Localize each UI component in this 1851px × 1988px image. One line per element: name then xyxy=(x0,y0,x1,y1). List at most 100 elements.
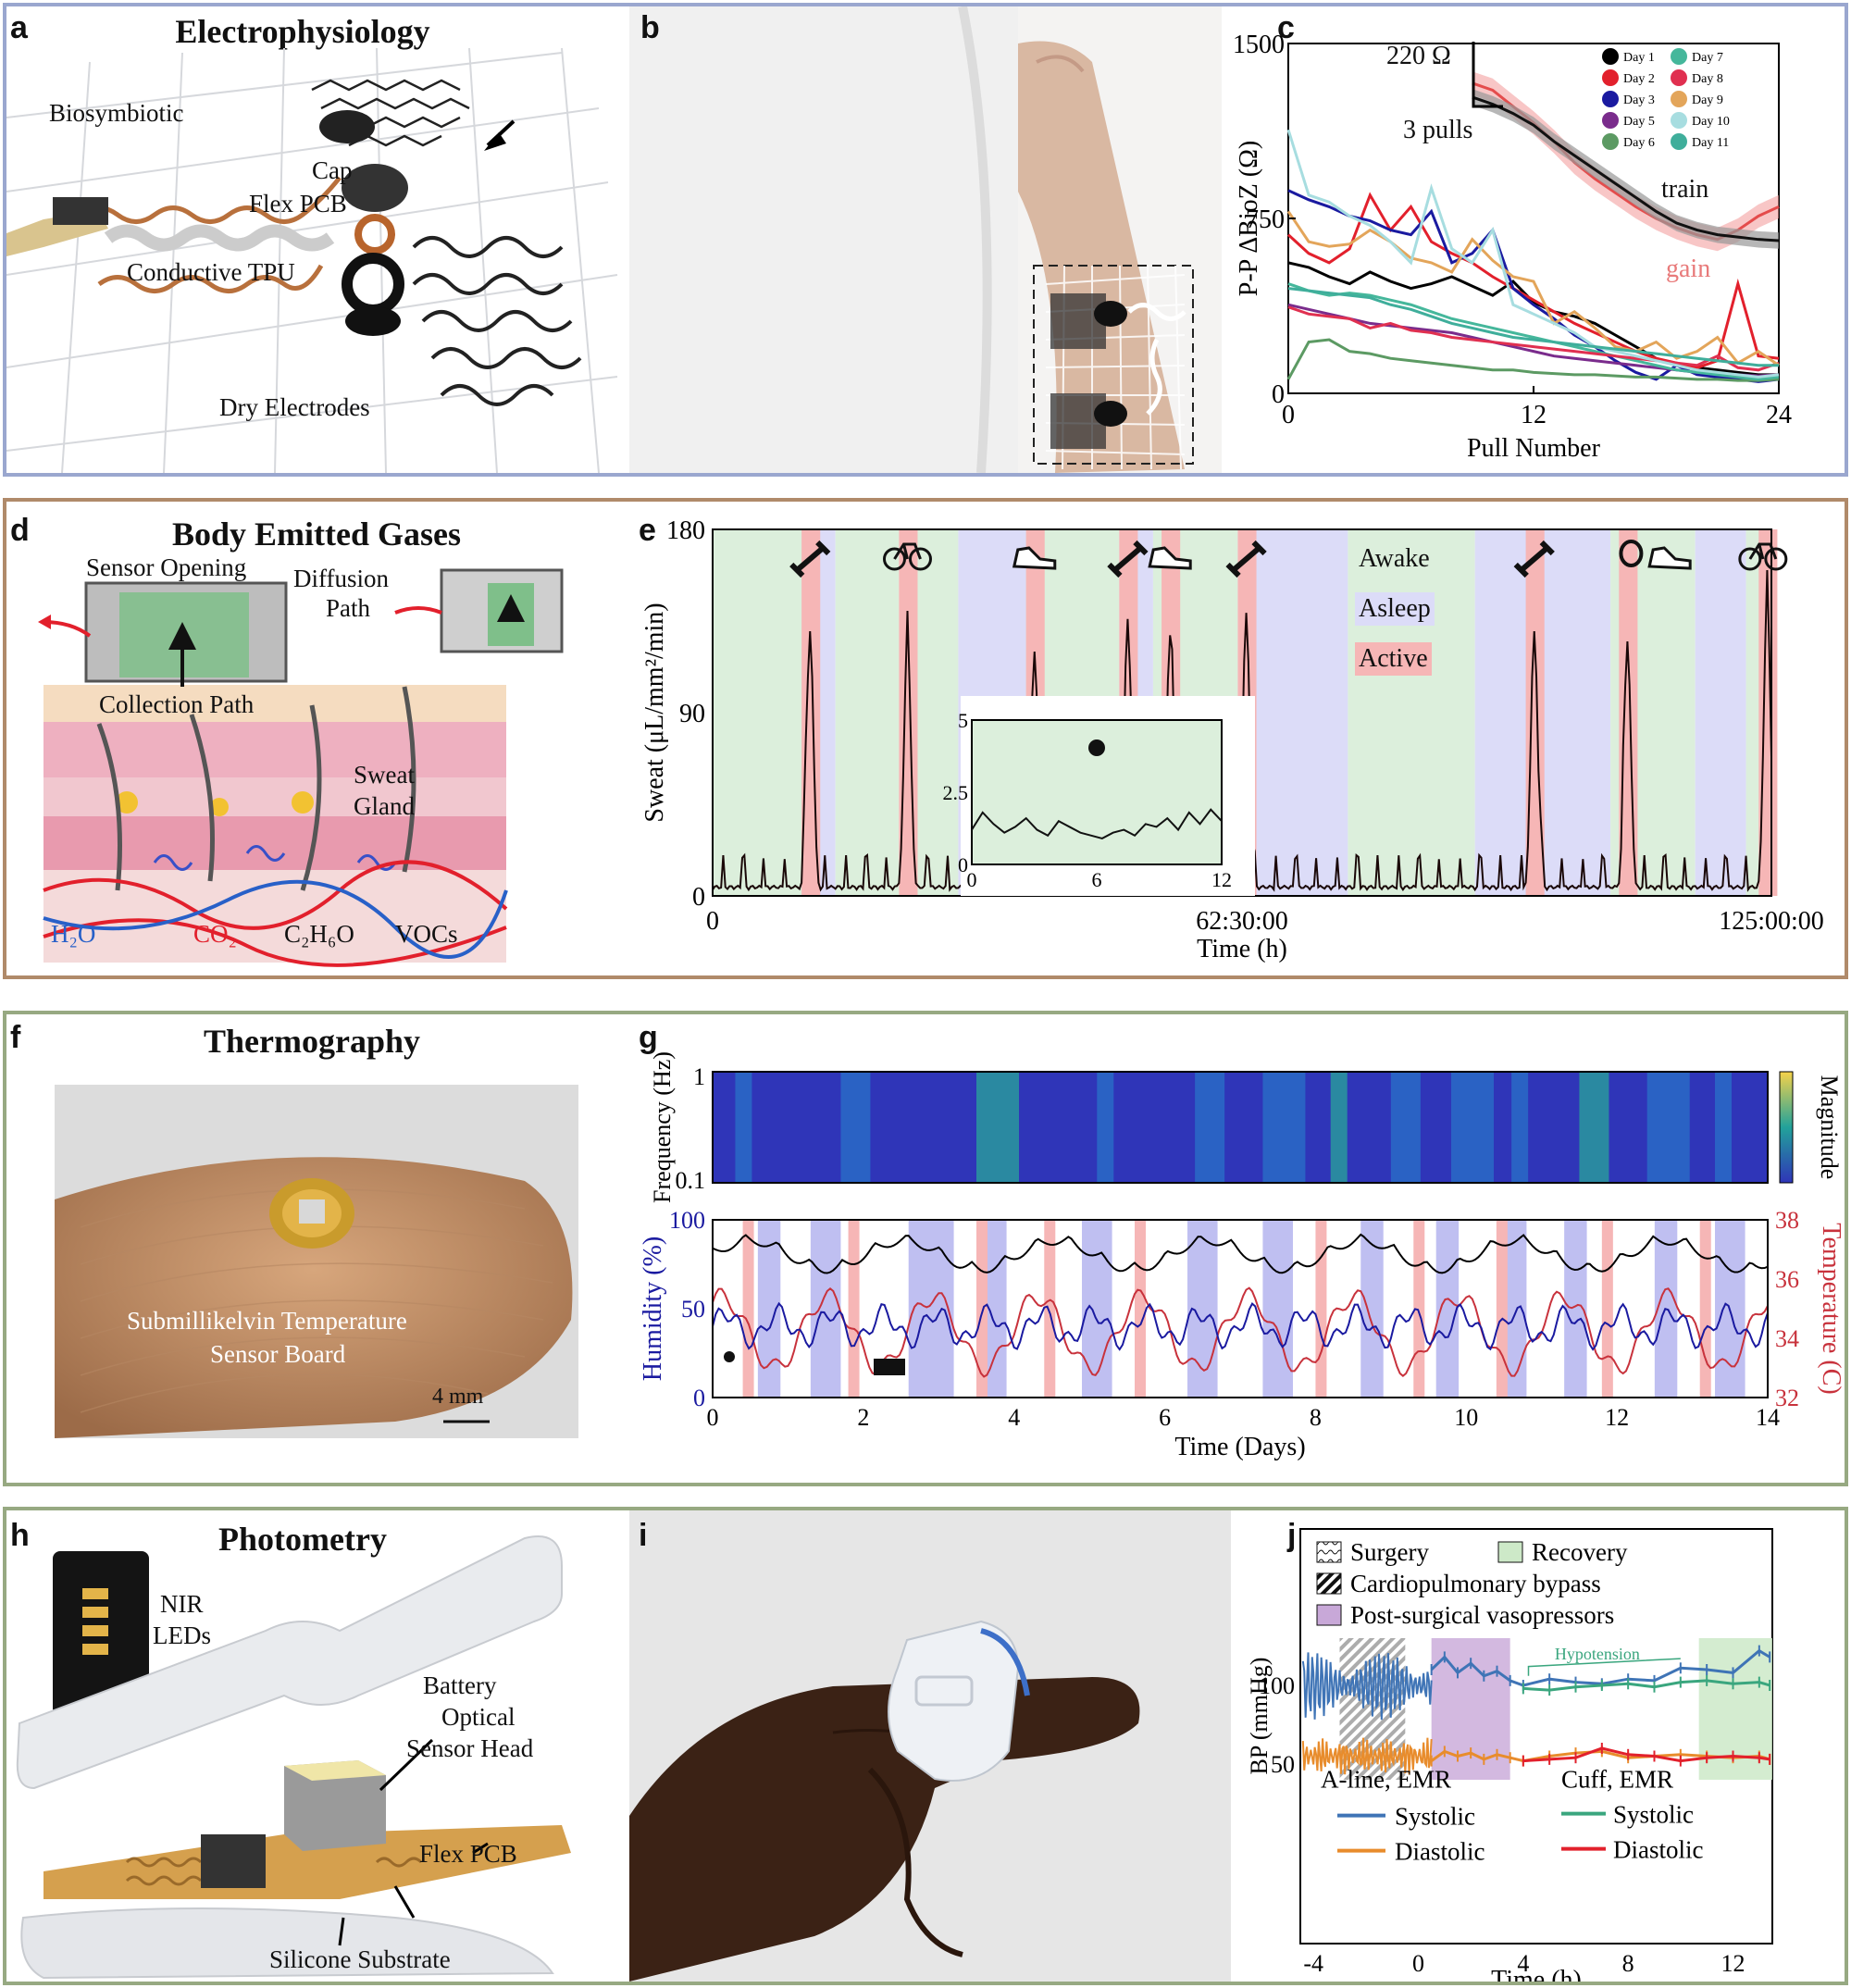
y-axis-label-c: P-P ΔBioZ (Ω) xyxy=(1235,141,1263,296)
y-tick-label-j: 100 xyxy=(1259,1672,1295,1699)
legend-bypass-label: Cardiopulmonary bypass xyxy=(1350,1570,1601,1597)
gas-co2: CO₂ xyxy=(193,920,237,948)
callout-sweat: Sweat xyxy=(354,761,415,789)
panel-f: f Thermography Submillikelvin Temperatur… xyxy=(6,1014,623,1483)
y-tick-label-j: 50 xyxy=(1271,1751,1295,1778)
x-axis-label-e: Time (h) xyxy=(1197,935,1287,963)
scalebar-ohm-label: 220 Ω xyxy=(1386,42,1451,70)
device-illustration-a xyxy=(6,47,618,473)
y-axis-label-j: BP (mmHg) xyxy=(1246,1658,1273,1775)
inset-y-tick-label: 2.5 xyxy=(943,781,969,804)
x-tick-label-j: 12 xyxy=(1721,1950,1745,1977)
callout-gland: Gland xyxy=(354,792,415,820)
skin-gas-illustration xyxy=(38,568,564,967)
sensor-board-photo xyxy=(55,1085,578,1438)
aline-diastolic-surgery-trace xyxy=(1301,1737,1433,1775)
callout-dry-electrodes: Dry Electrodes xyxy=(219,393,370,421)
legend-label-c: Day 6 xyxy=(1623,136,1655,150)
active-band xyxy=(1601,1220,1613,1398)
spectrogram-y-tick: 1 xyxy=(693,1063,705,1090)
train-band xyxy=(1472,89,1779,249)
bike-icon xyxy=(882,542,932,571)
series-line-day-8 xyxy=(1287,305,1780,372)
y-tick-label-c: 1500 xyxy=(1233,31,1285,59)
legend-label-c: Day 5 xyxy=(1623,115,1655,129)
shoe-icon xyxy=(1148,546,1192,570)
spectrogram-band xyxy=(1646,1072,1690,1183)
dumbbell-icon xyxy=(1225,540,1267,578)
legend-label-c: Day 10 xyxy=(1692,115,1730,129)
photometry-device-illustration xyxy=(16,1535,571,1980)
shoe-icon xyxy=(1647,546,1692,570)
series-line-day-7 xyxy=(1287,282,1780,381)
y-tick-label-g: 100 xyxy=(669,1207,705,1234)
row-gases-frame xyxy=(3,498,1848,979)
panel-a-title: Electrophysiology xyxy=(175,13,430,50)
y-axis-label-e: Sweat (μL/mm²/min) xyxy=(640,603,669,822)
x-tick-label-j: 0 xyxy=(1412,1950,1424,1977)
humidity-trace xyxy=(712,1301,1769,1351)
x-tick-label-e: 0 xyxy=(706,907,719,936)
spectrogram-band xyxy=(1195,1072,1225,1183)
finger-device-photo xyxy=(629,1510,1231,1982)
panel-d: d Body Emitted Gases Sensor Opening Diff xyxy=(6,502,623,975)
y2-tick-label-g: 36 xyxy=(1775,1266,1799,1293)
x-tick-label-j: -4 xyxy=(1303,1950,1323,1977)
y2-tick-label-g: 34 xyxy=(1775,1325,1799,1352)
spectrogram-band xyxy=(1511,1072,1529,1183)
y-tick-label-c: 0 xyxy=(1272,380,1285,409)
legend-label-c: Day 11 xyxy=(1692,136,1729,150)
dumbbell-icon xyxy=(1107,540,1149,578)
spectrogram-frame xyxy=(712,1071,1769,1184)
x-tick-label-g: 0 xyxy=(707,1404,719,1431)
sleep-band xyxy=(1435,1220,1460,1398)
legend-marker-c xyxy=(1602,91,1619,107)
callout-flex-pcb-h: Flex PCB xyxy=(419,1840,517,1868)
panel-label-j: j xyxy=(1287,1518,1297,1553)
callout-battery: Battery xyxy=(423,1671,497,1699)
legend-vasopressor-swatch xyxy=(1316,1604,1342,1626)
legend-marker-c xyxy=(1602,133,1619,150)
x-tick-label-j: 4 xyxy=(1517,1950,1529,1977)
spectrogram-band xyxy=(1579,1072,1609,1183)
callout-cap: Cap xyxy=(312,156,353,184)
panel-label-e: e xyxy=(639,513,656,548)
x-axis-label-j: Time (h) xyxy=(1491,1966,1582,1982)
callout-silicone-substrate: Silicone Substrate xyxy=(269,1945,451,1973)
inset-x-tick-label: 12 xyxy=(1211,868,1232,891)
colorbar-label: Magnitude xyxy=(1816,1075,1843,1180)
callout-biosymbiotic: Biosymbiotic xyxy=(49,99,184,127)
callout-path: Path xyxy=(326,594,371,622)
callout-optical: Optical xyxy=(441,1703,516,1731)
y2-tick-label-g: 38 xyxy=(1775,1207,1799,1234)
scale-bar-label: 4 mm xyxy=(432,1385,484,1409)
panel-label-d: d xyxy=(10,513,30,548)
y-tick-label-e: 90 xyxy=(679,700,705,728)
panel-d-title: Body Emitted Gases xyxy=(171,516,461,553)
state-band-active xyxy=(1758,529,1778,896)
inset-x-tick-label: 0 xyxy=(967,868,977,891)
y-axis-label-g: Humidity (%) xyxy=(639,1236,667,1381)
x-tick-label-g: 10 xyxy=(1454,1404,1478,1431)
x-axis-label-c: Pull Number xyxy=(1467,434,1601,463)
active-band xyxy=(1135,1220,1146,1398)
panel-label-c: c xyxy=(1277,10,1295,45)
plot-frame-g xyxy=(712,1219,1769,1398)
callout-leds: LEDs xyxy=(153,1621,211,1649)
active-band xyxy=(1315,1220,1327,1398)
legend-label-c: Day 7 xyxy=(1692,51,1723,65)
legend-recovery-label: Recovery xyxy=(1532,1538,1628,1566)
series-line-day-9 xyxy=(1286,210,1780,367)
legend-aline-title: A-line, EMR xyxy=(1321,1766,1451,1794)
legend-marker-c xyxy=(1671,91,1687,107)
legend-cuff-systolic-label: Systolic xyxy=(1613,1801,1694,1829)
spectrogram-y-label: Frequency (Hz) xyxy=(649,1051,676,1203)
callout-sensor-head: Sensor Head xyxy=(406,1734,534,1762)
train-curve xyxy=(1472,95,1780,242)
x-tick-label-g: 4 xyxy=(1008,1404,1020,1431)
y-tick-label-c: 750 xyxy=(1246,205,1285,234)
dumbbell-icon xyxy=(1513,540,1555,578)
aline-systolic-surgery-trace xyxy=(1301,1652,1433,1721)
